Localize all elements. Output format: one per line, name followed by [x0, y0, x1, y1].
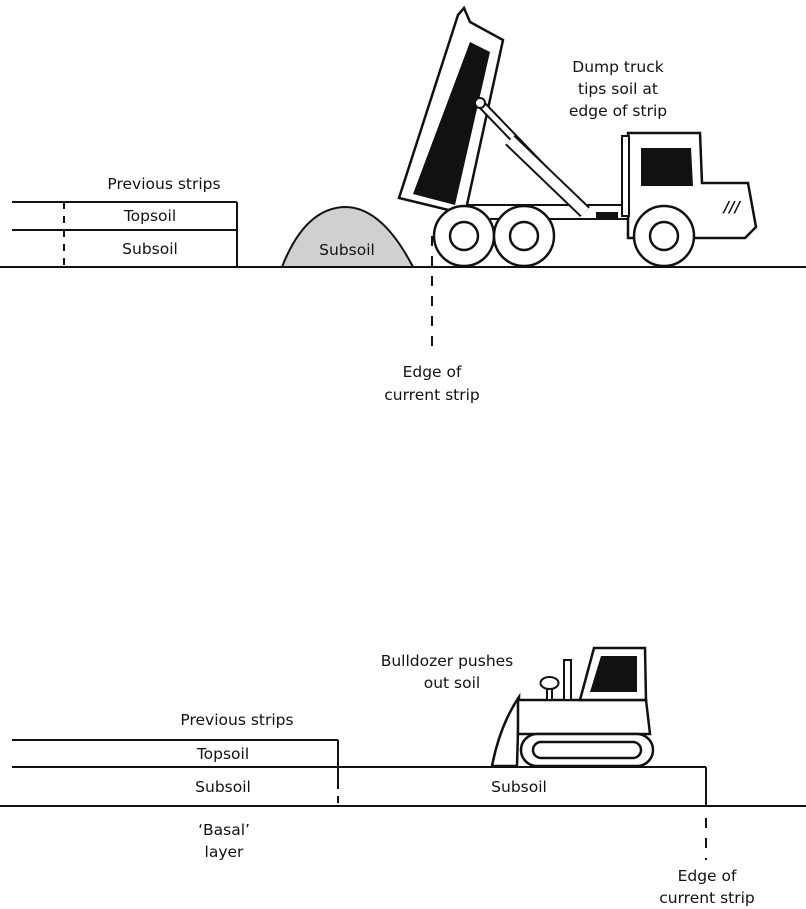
soil-pile-icon: Subsoil — [282, 207, 413, 267]
bottom-topsoil-label: Topsoil — [196, 745, 249, 763]
bulldozer-caption-line2: out soil — [424, 674, 480, 692]
bottom-edge-caption-line2: current strip — [659, 889, 755, 907]
basal-caption-line2: layer — [205, 843, 245, 861]
top-scene: Previous strips Topsoil Subsoil Subsoil … — [0, 8, 806, 404]
truck-wheel-front — [634, 206, 694, 266]
top-edge-caption-line1: Edge of — [403, 363, 462, 381]
bottom-subsoil-right-label: Subsoil — [491, 778, 547, 796]
top-edge-caption-line2: current strip — [384, 386, 480, 404]
basal-caption-line1: ‘Basal’ — [198, 821, 250, 839]
truck-grille: /// — [722, 198, 742, 216]
top-subsoil-label: Subsoil — [122, 240, 178, 258]
truck-caption-line1: Dump truck — [572, 58, 663, 76]
bulldozer-caption-line1: Bulldozer pushes — [381, 652, 514, 670]
top-topsoil-label: Topsoil — [123, 207, 176, 225]
truck-caption-line3: edge of strip — [569, 102, 667, 120]
dump-truck-icon: /// — [399, 8, 756, 266]
top-previous-strips: Previous strips Topsoil Subsoil — [12, 175, 237, 267]
top-pile-subsoil-label: Subsoil — [319, 241, 375, 259]
truck-wheel-rear1 — [434, 206, 494, 266]
bulldozer-icon — [492, 648, 653, 766]
bottom-scene: Previous strips Topsoil Subsoil Subsoil … — [0, 648, 806, 907]
bottom-edge-caption-line1: Edge of — [678, 867, 737, 885]
bottom-previous-strips-label: Previous strips — [180, 711, 293, 729]
bottom-subsoil-left-label: Subsoil — [195, 778, 251, 796]
top-previous-strips-label: Previous strips — [107, 175, 220, 193]
truck-wheel-rear2 — [494, 206, 554, 266]
truck-caption-line2: tips soil at — [578, 80, 658, 98]
